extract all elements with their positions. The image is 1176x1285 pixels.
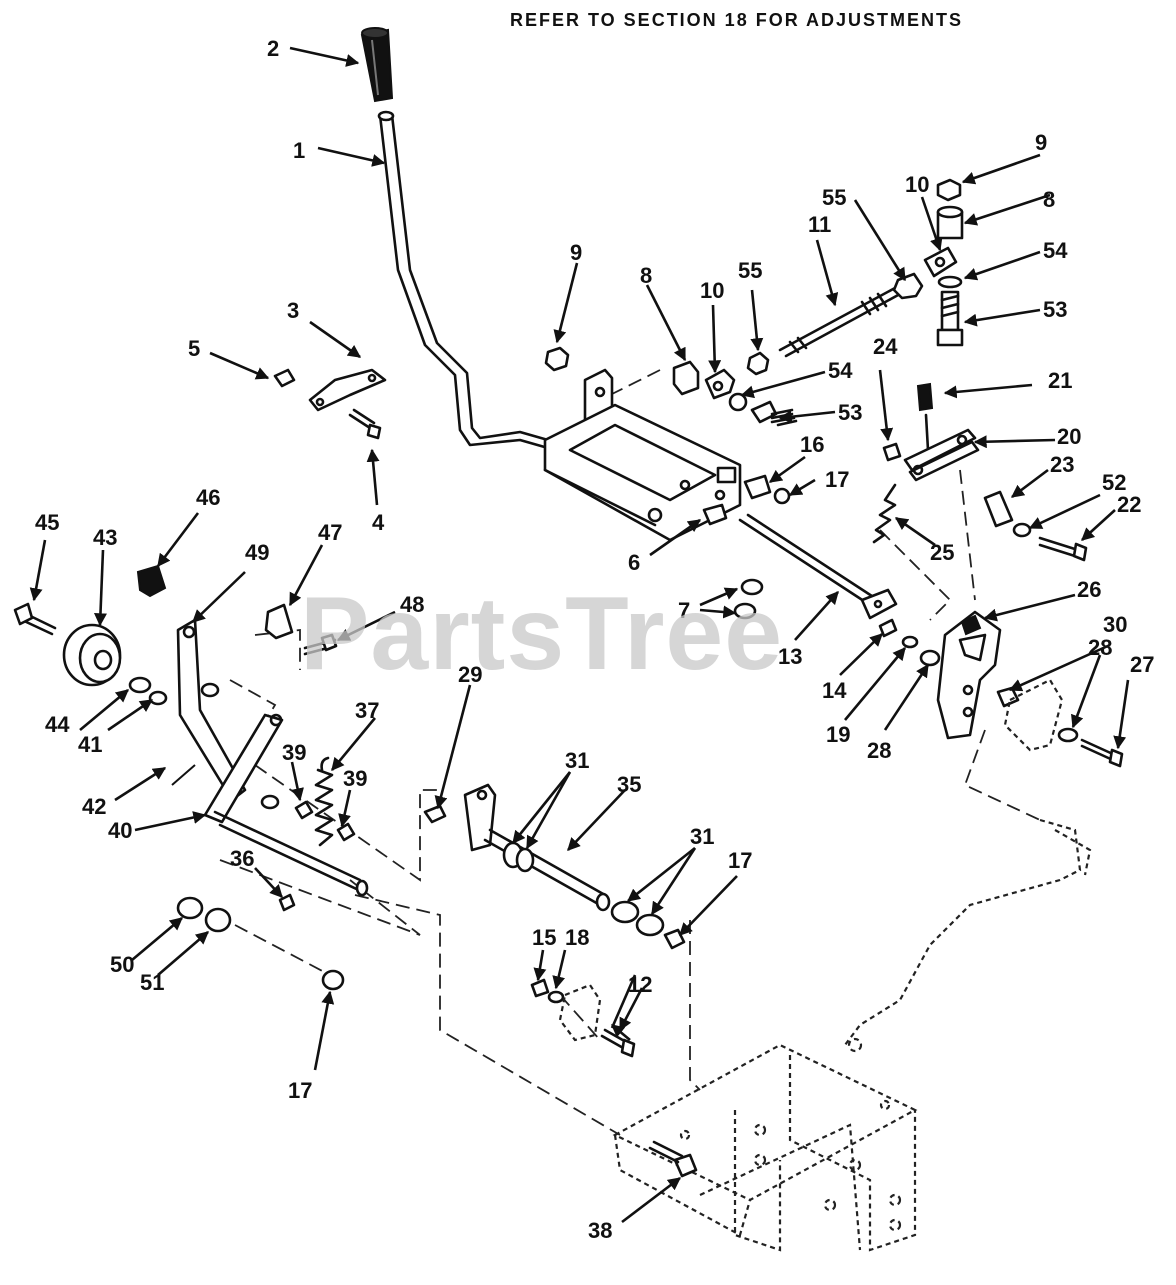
lower-washers [176, 896, 345, 991]
adjustment-note: REFER TO SECTION 18 FOR ADJUSTMENTS [510, 10, 964, 30]
callout-8a: 8 [640, 263, 652, 288]
spacer-group [983, 490, 1088, 562]
shift-lever [377, 110, 557, 452]
callout-51: 51 [140, 970, 164, 995]
callout-45: 45 [35, 510, 59, 535]
detent-plate [901, 610, 1124, 768]
callout-31a: 31 [565, 748, 589, 773]
callout-13: 13 [778, 644, 802, 669]
frame-bolt [648, 1140, 698, 1178]
watermark: PartsTree [300, 576, 784, 692]
callout-24: 24 [873, 334, 898, 359]
callout-5: 5 [188, 336, 200, 361]
callout-29: 29 [458, 662, 482, 687]
callout-1: 1 [293, 138, 305, 163]
callout-28a: 28 [1088, 635, 1112, 660]
callout-37: 37 [355, 698, 379, 723]
callout-53a: 53 [1043, 297, 1067, 322]
callout-3: 3 [287, 298, 299, 323]
callout-54b: 54 [1043, 238, 1068, 263]
callout-46: 46 [196, 485, 220, 510]
lever-clamp [273, 368, 387, 440]
callout-21: 21 [1048, 368, 1072, 393]
callout-10a: 10 [700, 278, 724, 303]
callout-50: 50 [110, 952, 134, 977]
callout-7: 7 [678, 598, 690, 623]
callout-28b: 28 [867, 738, 891, 763]
callout-38: 38 [588, 1218, 612, 1243]
lower-shaft [423, 783, 686, 950]
callout-9a: 9 [570, 240, 582, 265]
callout-16: 16 [800, 432, 824, 457]
callout-27: 27 [1130, 652, 1154, 677]
callout-17c: 17 [728, 848, 752, 873]
assembly-lines [219, 369, 1041, 1136]
callout-25: 25 [930, 540, 954, 565]
callout-20: 20 [1057, 424, 1081, 449]
callout-10b: 10 [905, 172, 929, 197]
callout-8b: 8 [1043, 187, 1055, 212]
callout-9b: 9 [1035, 130, 1047, 155]
cross-shaft [733, 513, 898, 638]
leader-lines [29, 46, 1130, 1224]
callout-39b: 39 [343, 766, 367, 791]
callout-41: 41 [78, 732, 102, 757]
shift-bracket [543, 368, 742, 542]
callout-12: 12 [628, 972, 652, 997]
callout-labels: 1 2 3 4 5 6 7 8 8 9 9 10 10 11 12 13 14 … [35, 36, 1154, 1243]
callout-43: 43 [93, 525, 117, 550]
callout-49: 49 [245, 540, 269, 565]
callout-22: 22 [1117, 492, 1141, 517]
callout-40: 40 [108, 818, 132, 843]
callout-39a: 39 [282, 740, 306, 765]
callout-54a: 54 [828, 358, 853, 383]
callout-31b: 31 [690, 824, 714, 849]
callout-44: 44 [45, 712, 70, 737]
bracket-fasteners [544, 346, 798, 526]
callout-6: 6 [628, 550, 640, 575]
callout-14: 14 [822, 678, 847, 703]
lower-fasteners [530, 978, 636, 1058]
callout-18: 18 [565, 925, 589, 950]
callout-15: 15 [532, 925, 556, 950]
callout-26: 26 [1077, 577, 1101, 602]
callout-30: 30 [1103, 612, 1127, 637]
callout-55b: 55 [822, 185, 846, 210]
callout-11: 11 [808, 212, 831, 237]
pivot-bracket [872, 382, 980, 544]
callout-4: 4 [372, 510, 385, 535]
callout-35: 35 [617, 772, 641, 797]
callout-17b: 17 [288, 1078, 312, 1103]
callout-48: 48 [400, 592, 424, 617]
callout-2: 2 [267, 36, 279, 61]
callout-17a: 17 [825, 467, 849, 492]
callout-55a: 55 [738, 258, 762, 283]
idler-pulley [13, 564, 338, 706]
linkage-rod-phantom [844, 818, 1092, 1053]
callout-19: 19 [826, 722, 850, 747]
mounting-frame [612, 1043, 918, 1252]
bell-crank [171, 713, 369, 912]
fastener-stack [936, 178, 964, 347]
callout-23: 23 [1050, 452, 1074, 477]
lever-knob [360, 27, 394, 103]
callout-53b: 53 [838, 400, 862, 425]
callout-36: 36 [230, 846, 254, 871]
callout-42: 42 [82, 794, 106, 819]
callout-47: 47 [318, 520, 342, 545]
callout-52: 52 [1102, 470, 1126, 495]
adjustment-rod [778, 246, 958, 358]
